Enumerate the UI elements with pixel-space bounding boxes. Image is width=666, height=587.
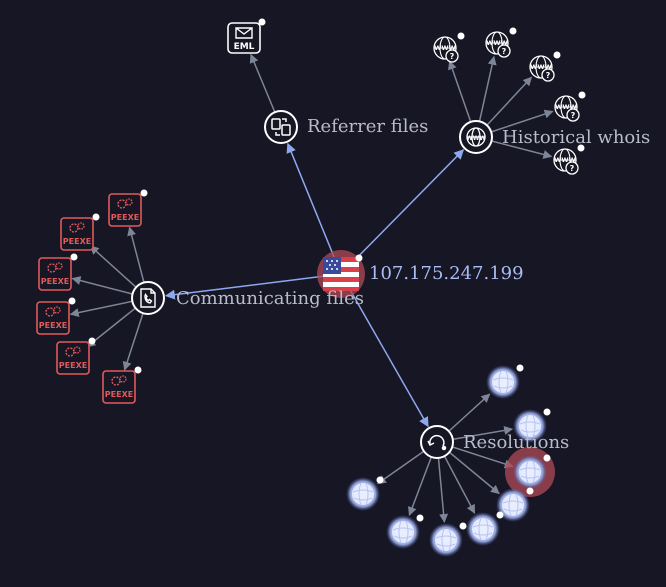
expand-dot[interactable] [68,297,76,305]
root-expand-dot[interactable] [355,254,363,262]
expand-dot[interactable] [516,364,524,372]
peexe-text: PEEXE [105,390,133,399]
hub-referrer-files[interactable] [264,110,298,144]
referrer-leaf-node[interactable]: EML [227,18,266,54]
unknown-mark: ? [450,52,455,61]
hub-label-communicating: Communicating files [176,288,364,309]
resolutions-leaf-node[interactable] [386,514,424,550]
hub-www-text: WWW [466,135,486,142]
expand-dot[interactable] [509,27,517,35]
peexe-file-icon: PEEXE [36,301,70,335]
expand-dot[interactable] [376,476,384,484]
expand-dot[interactable] [92,213,100,221]
peexe-file-icon: PEEXE [56,341,90,375]
www-unknown-icon: WWW? [485,31,511,58]
domain-globe-icon [466,512,500,546]
www-unknown-icon: WWW? [553,148,579,175]
expand-dot[interactable] [457,32,465,40]
peexe-text: PEEXE [59,361,87,370]
hub-historical-whois[interactable]: WWW [459,120,493,154]
www-text: WWW [434,44,456,52]
expand-dot[interactable] [88,337,96,345]
www-text: WWW [486,39,508,47]
expand-dot[interactable] [70,253,78,261]
whois-leaf-node[interactable]: WWW? [485,27,517,58]
document-phone-icon [140,288,156,308]
peexe-text: PEEXE [39,321,67,330]
communicating-leaf-node[interactable]: PEEXE [60,213,100,251]
root-label: 107.175.247.199 [369,263,524,284]
resolutions-leaf-node[interactable] [505,447,555,497]
expand-dot[interactable] [543,408,551,416]
peexe-text: PEEXE [63,237,91,246]
whois-leaf-node[interactable]: WWW? [553,144,585,175]
expand-dot[interactable] [543,454,551,462]
expand-dot[interactable] [140,189,148,197]
eml-file-icon: EML [227,22,261,54]
hub-label-resolutions: Resolutions [463,432,569,453]
www-globe-icon [466,127,486,147]
communicating-leaf-node[interactable]: PEEXE [38,253,78,291]
peexe-file-icon: PEEXE [38,257,72,291]
expand-dot[interactable] [526,487,534,495]
resolutions-leaf-node[interactable] [429,522,467,558]
www-text: WWW [530,63,552,71]
unknown-mark: ? [546,71,551,80]
communicating-leaf-node[interactable]: PEEXE [56,337,96,375]
unknown-mark: ? [570,164,575,173]
communicating-leaf-node[interactable]: PEEXE [102,366,142,404]
domain-globe-icon [486,365,520,399]
www-unknown-icon: WWW? [433,36,459,63]
peexe-file-icon: PEEXE [108,193,142,227]
edge-root-to-communicating [164,273,342,300]
peexe-text: PEEXE [111,213,139,222]
peexe-file-icon: PEEXE [102,370,136,404]
whois-leaf-node[interactable]: WWW? [529,51,561,82]
domain-globe-icon [496,488,530,522]
edge-root-to-whois [340,149,465,275]
www-unknown-icon: WWW? [529,55,555,82]
expand-dot[interactable] [134,366,142,374]
eml-text: EML [234,42,255,52]
hub-label-whois: Historical whois [502,127,650,148]
domain-globe-icon [505,447,555,497]
expand-dot[interactable] [553,51,561,59]
expand-dot[interactable] [258,18,266,26]
unknown-mark: ? [571,111,576,120]
expand-dot[interactable] [577,144,585,152]
expand-dot[interactable] [578,91,586,99]
hub-communicating-files[interactable] [131,281,165,315]
expand-dot[interactable] [459,522,467,530]
domain-globe-icon [429,523,463,557]
expand-dot[interactable] [496,511,504,519]
domain-globe-icon [386,515,420,549]
communicating-leaf-node[interactable]: PEEXE [36,297,76,335]
domain-globe-icon [346,477,380,511]
hub-label-referrer: Referrer files [307,116,428,137]
edge-root-to-resolutions [340,273,429,428]
www-unknown-icon: WWW? [554,95,580,122]
resolutions-leaf-node[interactable] [346,476,384,512]
peexe-text: PEEXE [41,277,69,286]
www-text: WWW [555,103,577,111]
unknown-mark: ? [502,47,507,56]
communicating-leaf-node[interactable]: PEEXE [108,189,148,227]
peexe-file-icon: PEEXE [60,217,94,251]
resolutions-leaf-node[interactable] [486,364,524,400]
hub-resolutions[interactable] [420,425,454,459]
resolutions-leaf-node[interactable] [496,487,534,523]
us-flag-icon [323,257,359,291]
whois-leaf-node[interactable]: WWW? [433,32,465,63]
root-node[interactable] [317,250,365,298]
www-text: WWW [554,156,576,164]
refresh-arrows-icon [427,434,447,451]
whois-leaf-node[interactable]: WWW? [554,91,586,122]
expand-dot[interactable] [416,514,424,522]
resolutions-leaf-node[interactable] [513,408,551,444]
resolutions-leaf-node[interactable] [466,511,504,547]
domain-globe-icon [513,409,547,443]
file-relations-icon [271,118,291,136]
